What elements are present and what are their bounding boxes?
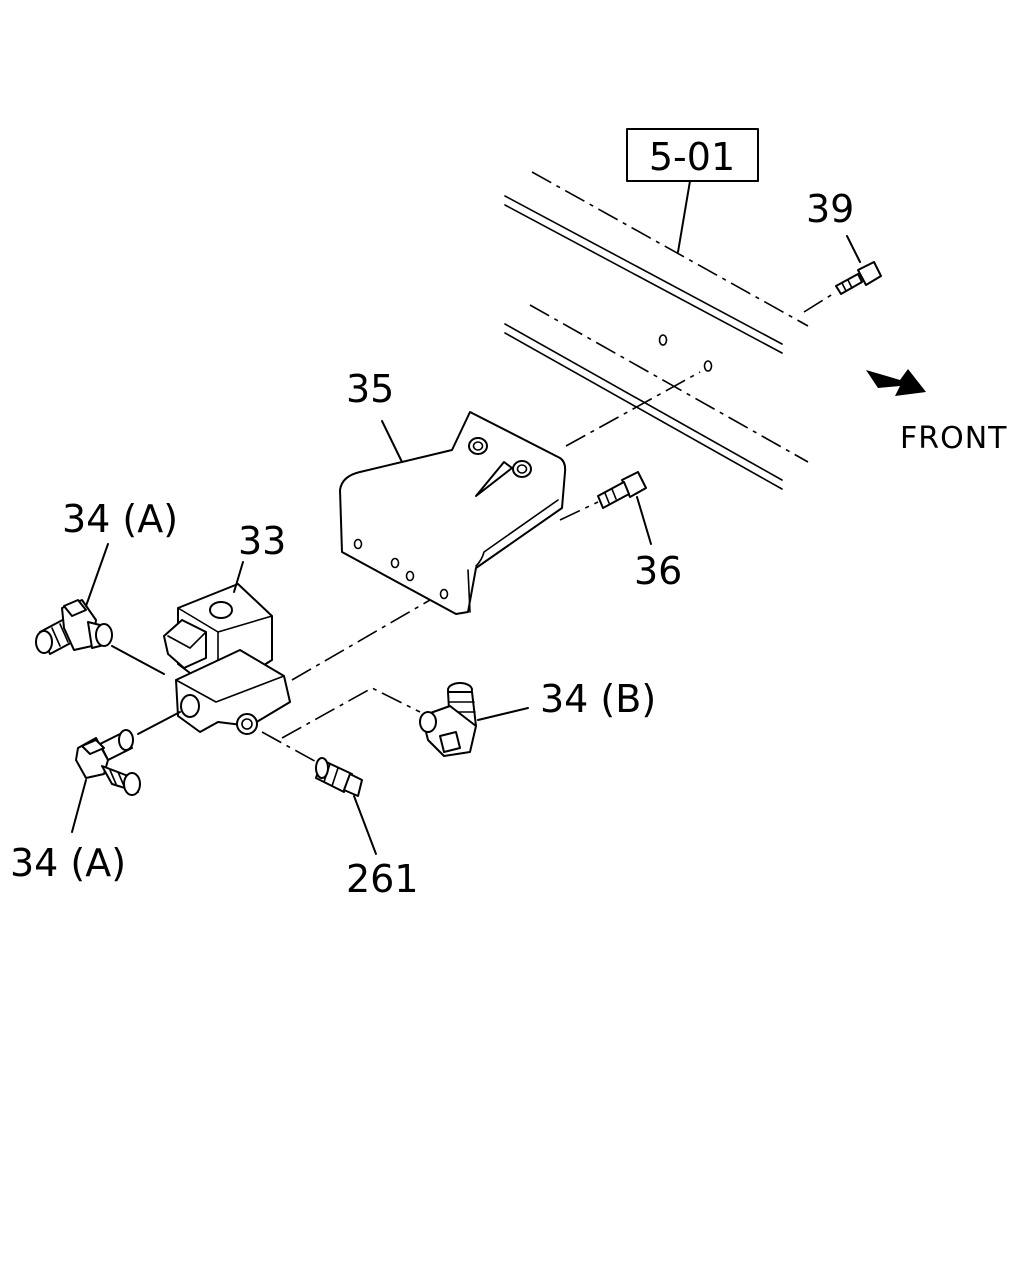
front-label: FRONT <box>900 421 1007 456</box>
fitting-34a-top: 34 (A) <box>35 497 178 655</box>
bolt-39: 39 <box>803 187 882 313</box>
leader-34a-top <box>111 645 165 675</box>
leader-34a-bottom <box>137 711 181 735</box>
label-35: 35 <box>346 367 394 411</box>
plug-261: 261 <box>315 757 419 901</box>
leader-261 <box>261 731 321 765</box>
leader-34b <box>281 687 421 739</box>
fitting-34a-bottom: 34 (A) <box>10 729 141 885</box>
fitting-34b: 34 (B) <box>419 677 656 757</box>
front-indicator: FRONT <box>866 369 1007 456</box>
label-34a-bottom: 34 (A) <box>10 841 126 885</box>
frame-rail <box>504 171 809 490</box>
label-34a-top: 34 (A) <box>62 497 178 541</box>
label-261: 261 <box>346 857 419 901</box>
reference-label: 5-01 <box>649 135 735 179</box>
reference-box: 5-01 <box>626 128 759 253</box>
label-39: 39 <box>806 187 854 231</box>
label-36: 36 <box>634 549 682 593</box>
label-33: 33 <box>238 519 286 563</box>
leader-valve-bracket <box>291 599 431 681</box>
bracket-35: 35 <box>339 367 701 615</box>
bolt-36: 36 <box>559 471 682 593</box>
label-34b: 34 (B) <box>540 677 656 721</box>
valve-33: 33 <box>163 519 291 735</box>
